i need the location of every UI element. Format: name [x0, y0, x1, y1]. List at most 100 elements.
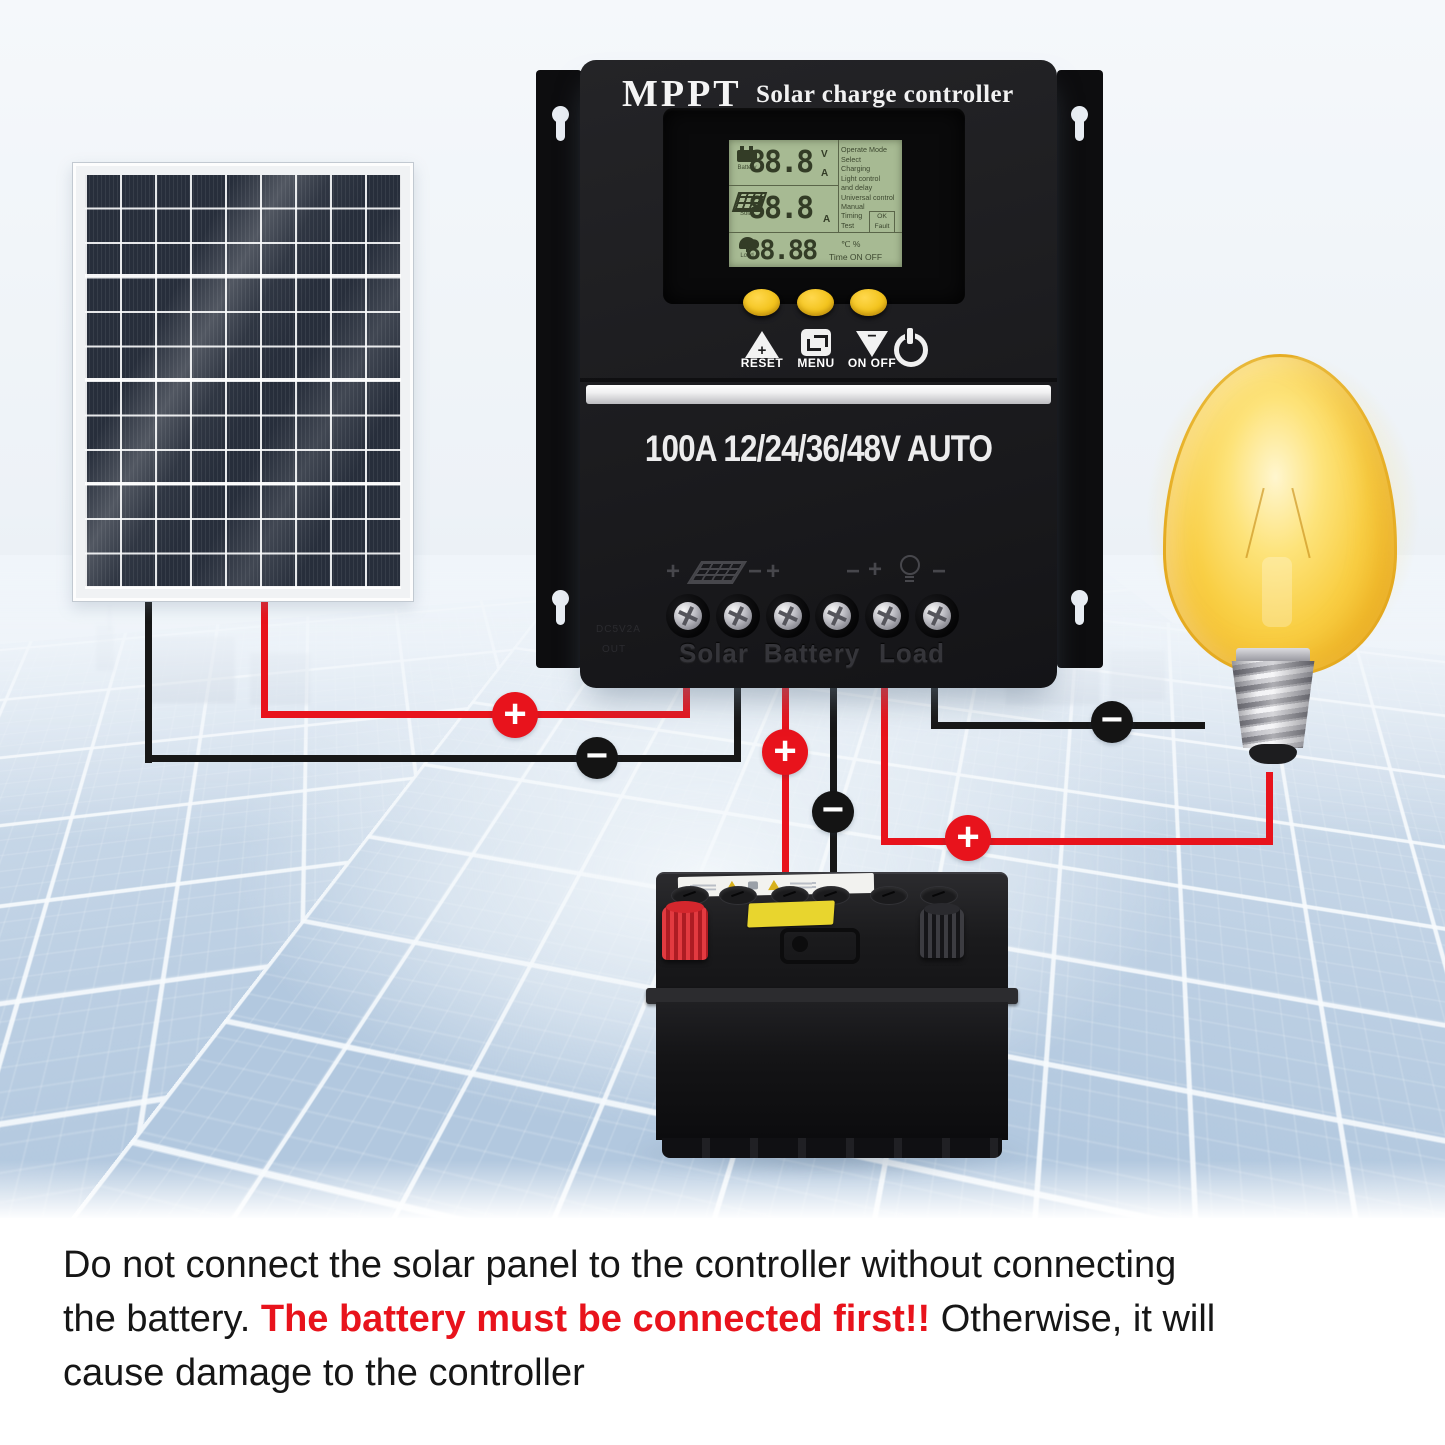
terminal-screw[interactable]: [666, 594, 710, 638]
out-port-label: OUT: [602, 644, 627, 655]
caption-background: [0, 1218, 1445, 1445]
menu-button[interactable]: [797, 289, 834, 316]
menu-item: Charging: [841, 164, 871, 173]
load-negative-wire: [931, 722, 1205, 729]
battery-negative-terminal: [920, 903, 964, 958]
polarity-positive-badge: +: [762, 729, 808, 775]
load-value: 88.88: [745, 235, 818, 266]
terminal-screw[interactable]: [915, 594, 959, 638]
bulb-screw-base: [1231, 661, 1315, 748]
reset-label: RESET: [740, 356, 784, 370]
solar-plus-sign: +: [666, 558, 681, 585]
caption-emphasis: The battery must be connected first!!: [260, 1298, 931, 1340]
vent-cap: [870, 886, 908, 905]
keyhole-slot: [1071, 590, 1088, 625]
menu-label: MENU: [797, 356, 835, 370]
lcd-menu-list: Operate Mode Select Charging Light contr…: [841, 145, 901, 212]
battery-positive-terminal: [662, 901, 708, 960]
battery-handle: [780, 928, 860, 964]
body-seam: [580, 378, 1057, 382]
caption-line-2: the battery. The battery must be connect…: [63, 1298, 1216, 1340]
battery-icon: [737, 146, 757, 162]
battery-negative-wire: [830, 678, 837, 878]
polarity-negative-badge: −: [812, 791, 854, 833]
lcd-display: Battery 88.8 V A Solar 88.8 A Load 88.88…: [729, 140, 902, 267]
silver-stripe: [586, 385, 1051, 404]
solar-minus-sign: −: [748, 558, 763, 585]
unit-amps: A: [823, 214, 831, 225]
ok-label: OK: [877, 213, 887, 220]
lcd-divider: [729, 185, 838, 186]
solar-positive-wire: [683, 678, 690, 718]
bulb-icon: [900, 555, 920, 582]
battery-positive-wire: [782, 678, 789, 878]
vent-cap: [719, 886, 757, 905]
solar-panel-cells: [85, 175, 401, 589]
field-bottom-fade: [0, 1160, 1445, 1220]
filament-wire: [1291, 487, 1311, 559]
menu-item: Manual: [841, 202, 865, 211]
lcd-load-label: Load: [740, 253, 754, 259]
reset-triangle-icon: +: [745, 331, 779, 358]
load-positive-wire: [881, 678, 888, 845]
dc-port-label: DC5V2A: [596, 624, 641, 635]
battery-case: [656, 1002, 1008, 1140]
onoff-button[interactable]: [850, 289, 887, 316]
battery-yellow-label: [747, 900, 835, 928]
solar-negative-wire: [734, 678, 741, 762]
bulb-contact-tip: [1249, 744, 1297, 764]
terminal-screw[interactable]: [815, 594, 859, 638]
reset-button[interactable]: [743, 289, 780, 316]
ok-fault-box: OK Fault: [869, 211, 895, 233]
solar-negative-wire: [145, 755, 741, 762]
polarity-negative-badge: −: [576, 737, 618, 779]
onoff-label: ON OFF: [847, 356, 897, 370]
mounting-plate-right: [1057, 70, 1103, 668]
load-positive-wire: [881, 838, 1273, 845]
menu-loop-icon: [801, 329, 831, 356]
load-plus-sign: +: [868, 556, 883, 583]
time-on-off-label: Time ON OFF: [829, 252, 883, 262]
menu-item: and delay: [841, 183, 873, 192]
filament-wire: [1245, 487, 1265, 559]
menu-item-timing: Timing: [841, 211, 863, 220]
onoff-triangle-icon: −: [856, 331, 888, 357]
battery-base: [662, 1138, 1002, 1158]
battery-terminal-label: Battery: [763, 638, 861, 668]
keyhole-slot: [552, 590, 569, 625]
keyhole-slot: [1071, 106, 1088, 141]
terminal-screw[interactable]: [766, 594, 810, 638]
mounting-plate-left: [536, 70, 582, 668]
solar-value: 88.8: [748, 191, 814, 226]
lcd-solar-label: Solar: [739, 211, 754, 217]
terminal-screw[interactable]: [865, 594, 909, 638]
bulb-collar: [1236, 648, 1310, 663]
menu-item: Operate Mode: [841, 145, 887, 154]
battery-value: 88.8: [748, 145, 814, 180]
controller-body: MPPT Solar charge controller Battery 88.…: [580, 60, 1057, 688]
solar-negative-wire: [145, 598, 152, 763]
rating-text: 100A 12/24/36/48V AUTO: [644, 428, 993, 469]
solar-panel: [72, 162, 414, 602]
solar-positive-wire: [261, 711, 690, 718]
caption-line-3: cause damage to the controller: [63, 1352, 585, 1394]
load-positive-wire: [1266, 772, 1273, 845]
fault-label: Fault: [874, 222, 890, 230]
polarity-positive-badge: +: [945, 815, 991, 861]
load-terminal-label: Load: [878, 638, 946, 668]
solar-terminal-label: Solar: [678, 638, 750, 668]
menu-item-test: Test: [841, 221, 855, 230]
filament-stem: [1262, 557, 1292, 627]
terminal-screw[interactable]: [716, 594, 760, 638]
keyhole-slot: [552, 106, 569, 141]
solar-positive-wire: [261, 598, 268, 718]
battery-minus-sign: −: [846, 558, 861, 585]
polarity-positive-badge: +: [492, 692, 538, 738]
warning-caption: Do not connect the solar panel to the co…: [63, 1238, 1403, 1400]
battery-ledge: [646, 988, 1018, 1004]
menu-item: Light control: [841, 173, 881, 183]
power-icon: [893, 328, 928, 367]
unit-amps: A: [821, 168, 829, 179]
temp-percent-label: ℃ %: [841, 239, 861, 249]
